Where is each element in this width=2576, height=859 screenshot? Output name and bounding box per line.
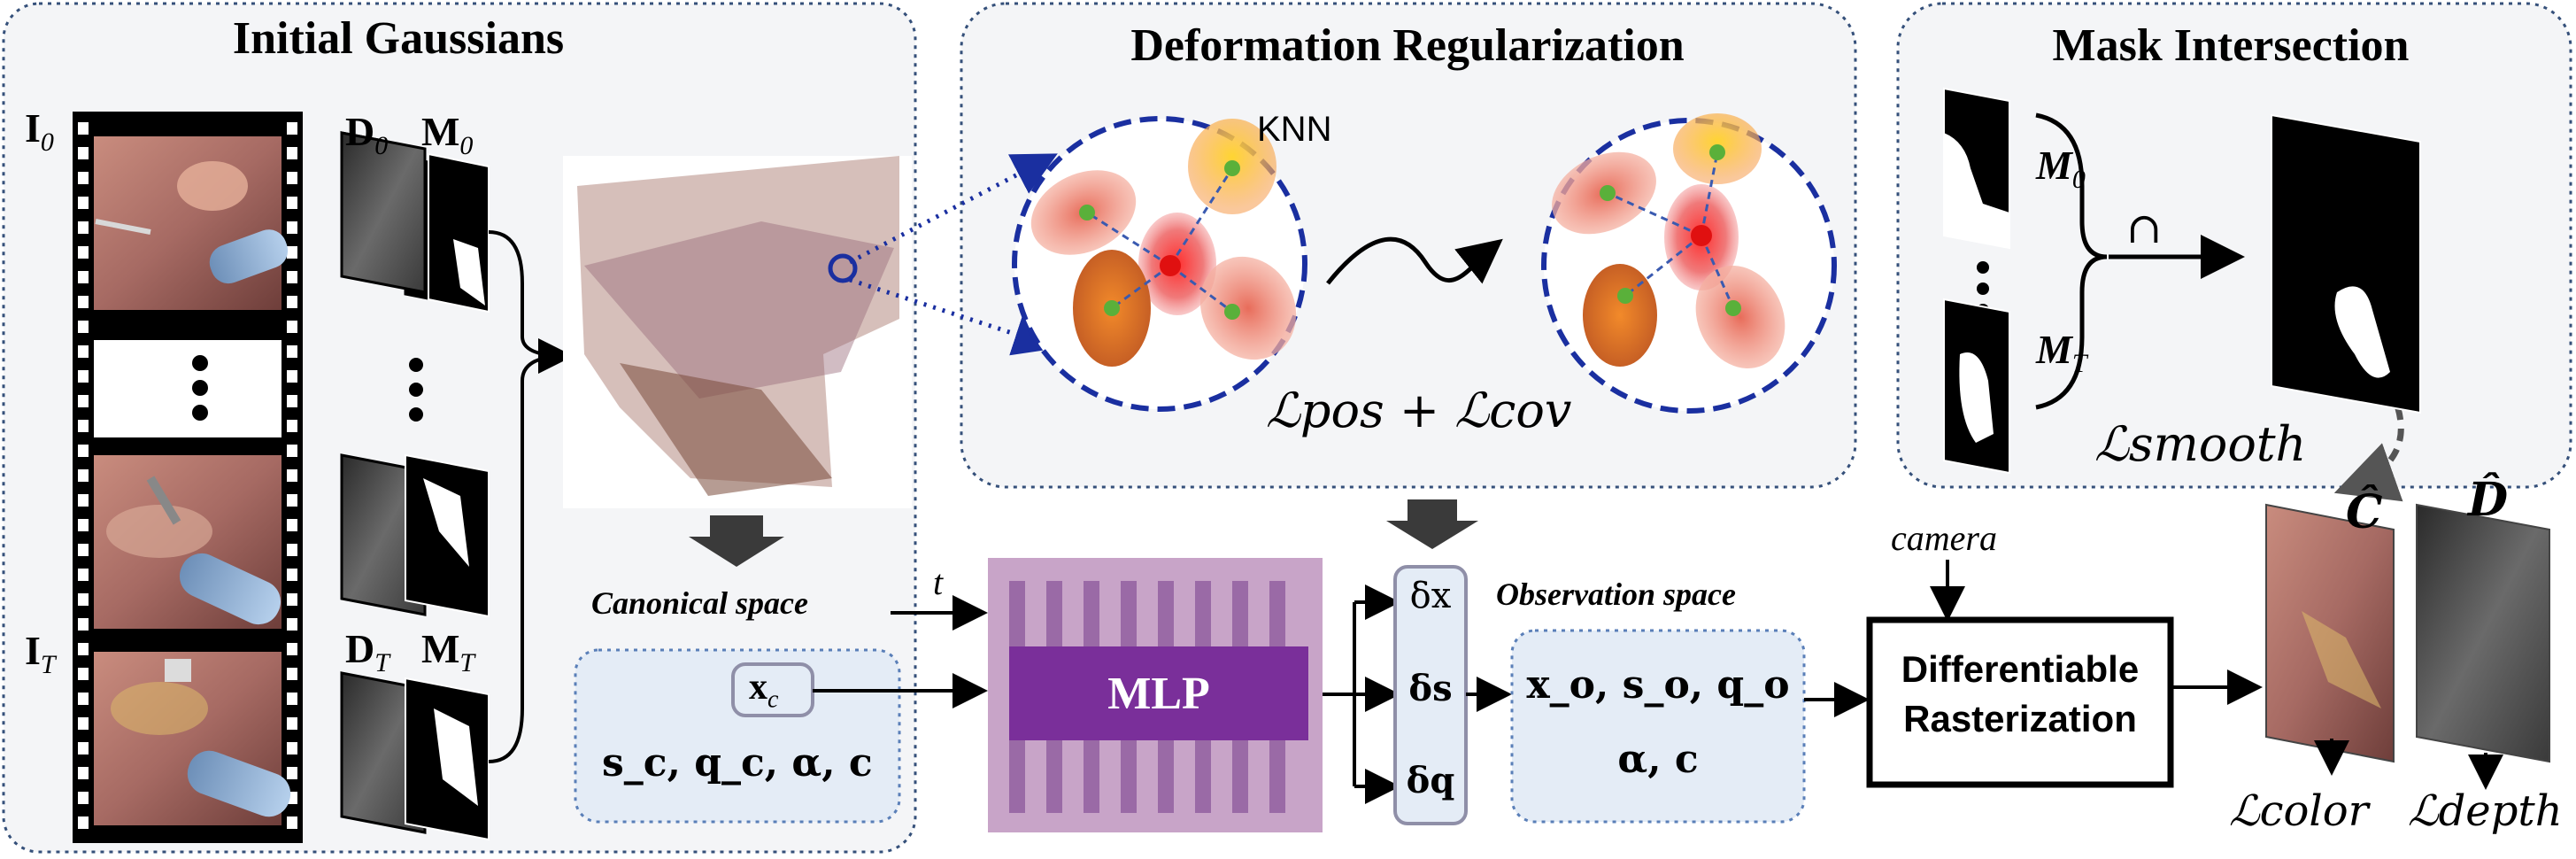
canonical-xc-base: x (749, 667, 767, 708)
point-cloud (563, 156, 912, 508)
mask-m0-label: M0 (2036, 142, 2086, 195)
mask-m0-base: M (2036, 143, 2072, 188)
canonical-xc: xc (749, 666, 778, 714)
color-hat-label: Ĉ (2346, 485, 2383, 539)
observation-line2: α, c (1617, 737, 1699, 782)
time-label: t (933, 562, 944, 602)
label-mt-base: M (421, 626, 460, 671)
panel-title-deformation: Deformation Regularization (1130, 20, 1685, 71)
depth-mask-stack-bottom (340, 671, 490, 841)
frame-image-mid (94, 455, 282, 629)
label-dt-base: D (345, 626, 375, 671)
knn-label: KNN (1257, 110, 1332, 149)
rasterizer-line2: Rasterization (1903, 698, 2137, 739)
canonical-title: Canonical space (591, 585, 809, 621)
observation-title: Observation space (1496, 577, 1736, 612)
label-m0-base: M (421, 109, 460, 154)
depth-hat-label: D̂ (2468, 473, 2509, 527)
bracket-to-point-cloud (488, 230, 567, 763)
label-i0: I0 (25, 104, 54, 158)
panel-title-initial: Initial Gaussians (232, 13, 565, 64)
down-arrow-deformation (1386, 499, 1478, 549)
label-it: IT (25, 627, 56, 680)
frame-ellipsis (94, 340, 282, 437)
frame-image-T (94, 652, 291, 825)
label-mt-sub: T (459, 648, 475, 678)
frame-image-0 (94, 136, 289, 310)
film-sprocket-holes (78, 122, 297, 829)
color-loss: ℒcolor (2229, 786, 2369, 836)
canonical-attributes: s_c, q_c, α, c (602, 740, 873, 785)
mask-brace (2035, 112, 2108, 410)
frame-dots (192, 355, 208, 421)
rendered-color-image (2265, 503, 2395, 763)
panel-title-mask: Mask Intersection (2052, 20, 2410, 71)
delta-q: δq (1406, 760, 1455, 801)
depth-mask-stack-top (340, 131, 490, 313)
rasterizer-line1: Differentiable (1901, 648, 2140, 690)
mask-mt-label: MT (2036, 326, 2087, 379)
rasterizer-box (1866, 616, 2174, 788)
label-m0-sub: 0 (459, 131, 474, 161)
label-m0: M0 (421, 108, 473, 161)
label-dt-sub: T (374, 648, 389, 678)
down-arrow-point-cloud (689, 515, 784, 567)
delta-s: δs (1408, 668, 1453, 709)
label-dt: DT (345, 625, 389, 678)
zoom-arrow-lower (849, 277, 1059, 356)
mask-mt (1943, 298, 2010, 475)
mask-m0-sub: 0 (2071, 165, 2086, 195)
label-i0-sub: 0 (40, 128, 54, 158)
depth-mask-stack-mid (340, 453, 490, 618)
mask-mt-sub: T (2071, 349, 2087, 379)
label-it-base: I (25, 628, 41, 673)
deformation-loss: ℒpos + ℒcov (1266, 383, 1572, 438)
camera-label: camera (1891, 518, 1997, 558)
canonical-space-box (574, 648, 901, 824)
label-d0-base: D (345, 109, 375, 154)
label-d0: D0 (345, 108, 388, 161)
smooth-loss-curve (2333, 329, 2404, 502)
observation-space-box (1510, 629, 1806, 824)
intersection-symbol: ∩ (2126, 204, 2163, 253)
label-i0-base: I (25, 105, 41, 151)
delta-x: δx (1409, 576, 1452, 616)
point-cloud-zoom-marker (828, 253, 858, 283)
observation-line1: x_o, s_o, q_o (1526, 662, 1790, 708)
deformation-curved-arrow (1326, 236, 1503, 285)
gaussians-before (1030, 119, 1297, 367)
mask-mt-base: M (2036, 327, 2072, 372)
depth-loss: ℒdepth (2408, 786, 2563, 836)
canonical-xc-sub: c (767, 685, 779, 714)
mask-m0 (1943, 87, 2010, 250)
label-mt: MT (421, 625, 474, 678)
mlp-label: MLP (1107, 669, 1210, 719)
rendered-depth-image (2416, 503, 2550, 763)
label-it-sub: T (40, 650, 56, 680)
smooth-loss: ℒsmooth (2094, 416, 2307, 472)
mask-intersection-result (2271, 113, 2421, 414)
gaussians-after (1552, 113, 1785, 369)
label-d0-sub: 0 (374, 131, 389, 161)
film-strip (73, 112, 303, 843)
mlp-block (988, 558, 1323, 832)
ellipsis-dots-vertical (409, 358, 423, 422)
